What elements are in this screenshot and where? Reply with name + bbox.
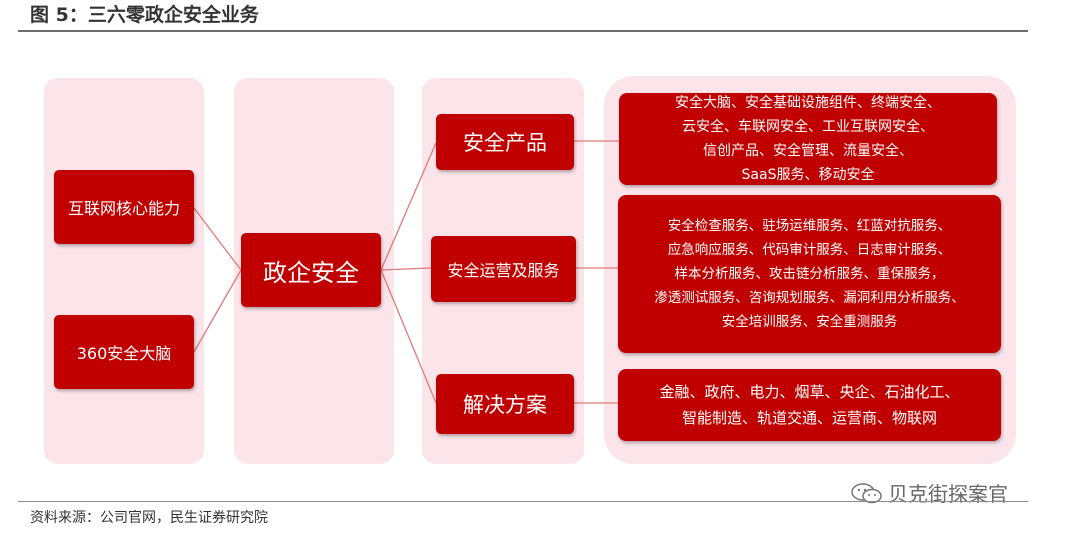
watermark: 贝克街探案官 [850, 478, 1008, 507]
detail-line: 安全大脑、安全基础设施组件、终端安全、 [675, 95, 941, 111]
footer-rule [18, 501, 1028, 502]
connector-line [380, 267, 432, 271]
category-label: 安全产品 [463, 131, 547, 155]
capability-360-brain: 360安全大脑 [54, 315, 194, 389]
services-detail: 安全检查服务、驻场运维服务、红蓝对抗服务、 应急响应服务、代码审计服务、日志审计… [618, 195, 1001, 353]
source-note: 资料来源：公司官网，民生证券研究院 [30, 510, 268, 526]
detail-line: 金融、政府、电力、烟草、央企、石油化工、 [659, 383, 960, 401]
center-node: 政企安全 [241, 233, 381, 307]
products-detail: 安全大脑、安全基础设施组件、终端安全、 云安全、车联网安全、工业互联网安全、 信… [619, 93, 997, 185]
capability-internet-core: 互联网核心能力 [54, 170, 194, 244]
capability-label: 360安全大脑 [76, 344, 172, 363]
category-security-products: 安全产品 [436, 114, 574, 170]
detail-line: 渗透测试服务、咨询规划服务、漏洞利用分析服务、 [654, 290, 965, 306]
watermark-text: 贝克街探案官 [888, 482, 1008, 506]
connector-line [380, 269, 437, 404]
connector-line [380, 142, 437, 271]
detail-line: 安全检查服务、驻场运维服务、红蓝对抗服务、 [667, 218, 952, 234]
category-label: 解决方案 [463, 393, 547, 417]
capability-label: 互联网核心能力 [67, 199, 180, 218]
category-label: 安全运营及服务 [447, 261, 560, 280]
center-label: 政企安全 [263, 258, 359, 287]
connector-line [193, 207, 242, 271]
detail-line: 应急响应服务、代码审计服务、日志审计服务、 [667, 242, 952, 258]
detail-line: SaaS服务、移动安全 [741, 167, 875, 183]
detail-line: 样本分析服务、攻击链分析服务、重保服务， [674, 266, 945, 282]
wechat-icon [851, 482, 882, 503]
detail-line: 云安全、车联网安全、工业互联网安全、 [682, 119, 934, 135]
detail-line: 智能制造、轨道交通、运营商、物联网 [681, 409, 937, 427]
category-operations-services: 安全运营及服务 [431, 236, 576, 302]
detail-line: 信创产品、安全管理、流量安全、 [703, 143, 913, 159]
capabilities-panel [44, 78, 204, 464]
solutions-detail: 金融、政府、电力、烟草、央企、石油化工、 智能制造、轨道交通、运营商、物联网 [618, 369, 1001, 441]
detail-line: 安全培训服务、安全重测服务 [721, 314, 898, 330]
figure-title: 图 5：三六零政企安全业务 [30, 4, 259, 26]
connector-line [193, 269, 242, 353]
category-solutions: 解决方案 [436, 374, 574, 434]
title-rule [18, 30, 1028, 32]
